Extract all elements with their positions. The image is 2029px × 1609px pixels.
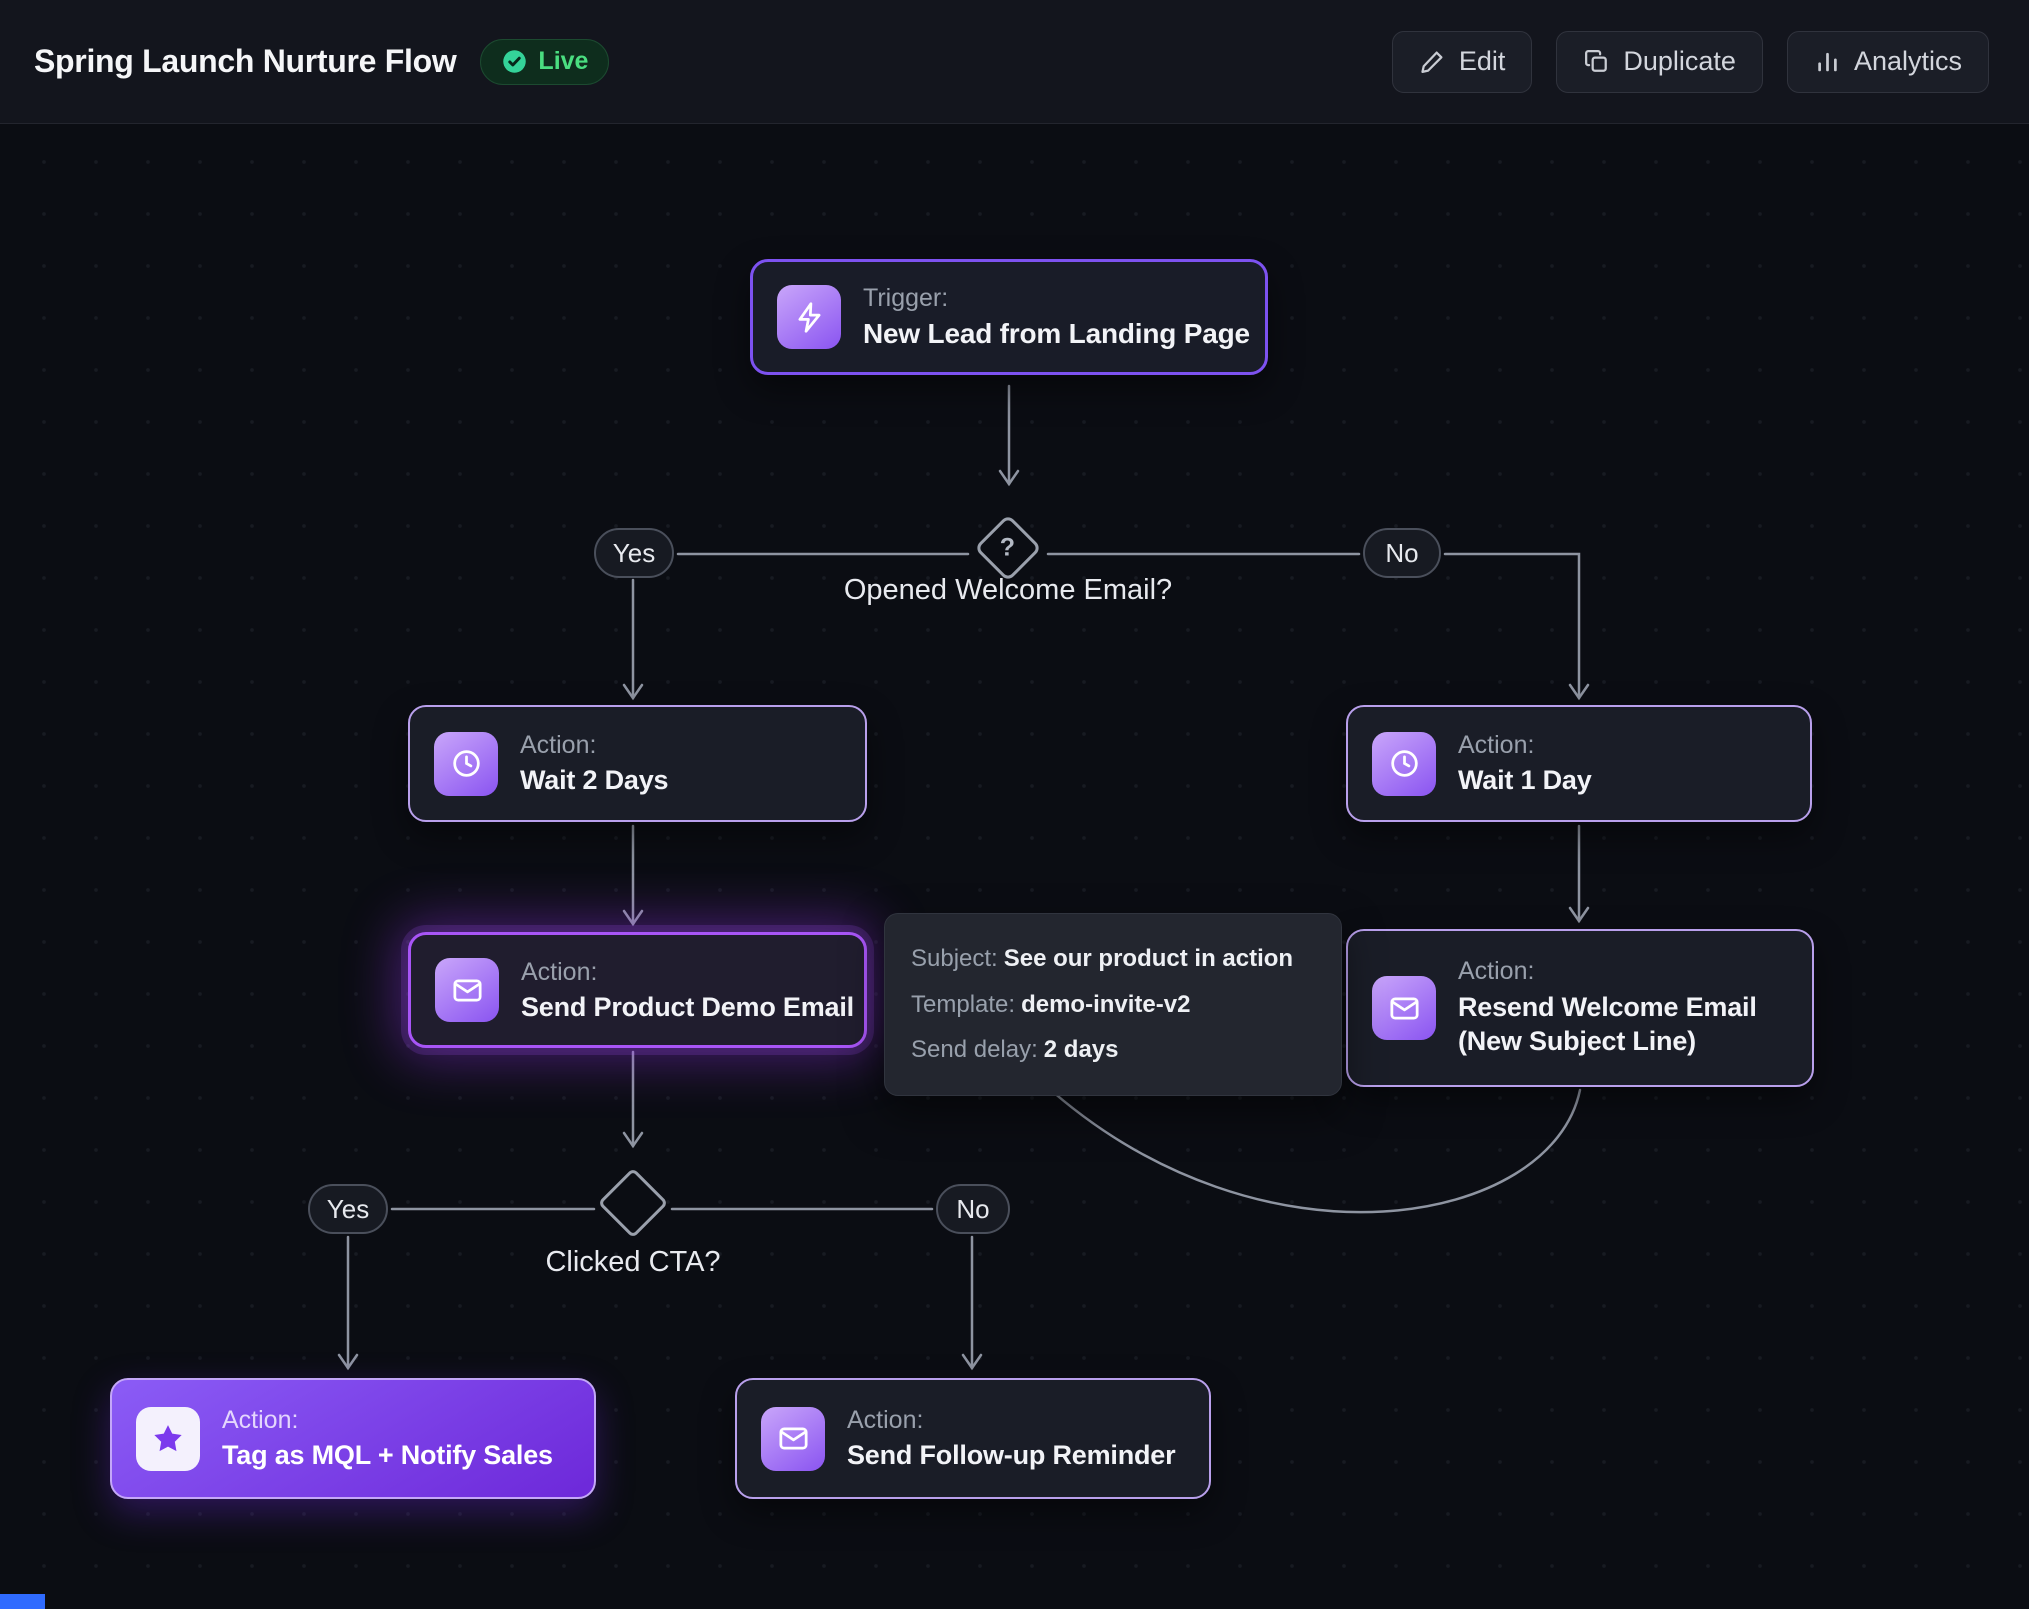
no-label-cta: No [936, 1184, 1010, 1234]
node-title: New Lead from Landing Page [863, 318, 1250, 349]
node-kind-label: Action: [1458, 957, 1535, 986]
arrowhead [961, 1353, 983, 1371]
node-title: Send Product Demo Email [521, 991, 854, 1022]
arrowhead [622, 909, 644, 927]
header-actions: Edit Duplicate Analytics [1391, 30, 1989, 93]
wait-1-day-node[interactable]: Action: Wait 1 Day [1346, 705, 1812, 822]
bar-chart-icon [1818, 52, 1837, 72]
arrowhead [337, 1353, 359, 1371]
question-diamond-icon: ? [974, 514, 1042, 582]
decision-cta-question: Clicked CTA? [545, 1246, 721, 1278]
check-circle-icon [503, 50, 527, 73]
flow-connectors [337, 384, 1590, 1371]
node-title: Wait 2 Days [520, 765, 669, 795]
duplicate-button-label: Duplicate [1623, 46, 1736, 76]
title-area: Spring Launch Nurture Flow Live [34, 38, 610, 85]
email-details-panel: Subject:See our product in action Templa… [884, 913, 1342, 1096]
lightning-icon [777, 285, 841, 349]
header: Spring Launch Nurture Flow Live Edit [0, 0, 2029, 124]
node-kind-label: Action: [1458, 731, 1535, 759]
envelope-icon [1372, 976, 1436, 1040]
flow-canvas[interactable]: Trigger: New Lead from Landing Page ? Op… [0, 124, 2029, 1609]
clock-icon [434, 731, 498, 796]
tooltip-row: Template:demo-invite-v2 [911, 982, 1315, 1028]
status-badge: Live [480, 38, 610, 85]
wait-2-days-node[interactable]: Action: Wait 2 Days [408, 705, 867, 822]
tooltip-row: Subject:See our product in action [911, 936, 1315, 982]
node-kind-label: Action: [520, 731, 597, 759]
page-title: Spring Launch Nurture Flow [34, 43, 457, 79]
diamond-icon [597, 1167, 669, 1239]
pencil-icon [1421, 51, 1443, 73]
tooltip-value: See our product in action [1003, 945, 1294, 972]
edge-resend-curve [1042, 1082, 1582, 1214]
star-icon [136, 1406, 200, 1471]
arrowhead [1568, 683, 1590, 701]
node-kind-label: Trigger: [863, 284, 949, 312]
node-title: Tag as MQL + Notify Sales [222, 1440, 553, 1470]
arrowhead [998, 469, 1020, 487]
status-badge-label: Live [538, 47, 589, 75]
node-kind-label: Action: [222, 1406, 299, 1434]
copy-icon [1585, 50, 1608, 72]
node-title: Wait 1 Day [1458, 765, 1592, 795]
analytics-button-label: Analytics [1853, 46, 1962, 76]
tag-mql-node[interactable]: Action: Tag as MQL + Notify Sales [110, 1378, 596, 1499]
decision-cta-node[interactable] [597, 1167, 669, 1239]
envelope-icon [761, 1406, 825, 1471]
tooltip-label: Template: [911, 990, 1016, 1018]
tooltip-label: Subject: [911, 945, 998, 972]
analytics-button[interactable]: Analytics [1786, 30, 1989, 93]
node-kind-label: Action: [847, 1406, 924, 1434]
yes-label-opened: Yes [594, 528, 674, 578]
bottom-left-accent [0, 1594, 45, 1609]
trigger-node[interactable]: Trigger: New Lead from Landing Page [750, 259, 1268, 375]
node-title: Resend Welcome Email (New Subject Line) [1458, 992, 1757, 1056]
edit-button[interactable]: Edit [1391, 30, 1533, 93]
tooltip-row: Send delay:2 days [911, 1027, 1315, 1073]
node-kind-label: Action: [521, 957, 598, 986]
yes-label-cta: Yes [308, 1184, 388, 1234]
resend-welcome-email-node[interactable]: Action: Resend Welcome Email (New Subjec… [1346, 929, 1814, 1087]
node-title: Send Follow-up Reminder [847, 1440, 1176, 1470]
decision-opened-question: Opened Welcome Email? [843, 574, 1173, 606]
tooltip-value: demo-invite-v2 [1021, 990, 1191, 1018]
send-demo-email-node[interactable]: Action: Send Product Demo Email [408, 932, 867, 1048]
no-label-opened: No [1363, 528, 1441, 578]
edge-no1-to-wait1day [1443, 552, 1581, 700]
edit-button-label: Edit [1458, 46, 1506, 76]
tooltip-label: Send delay: [911, 1036, 1038, 1064]
send-followup-node[interactable]: Action: Send Follow-up Reminder [735, 1378, 1211, 1499]
arrowhead [622, 1131, 644, 1149]
envelope-icon [435, 958, 499, 1022]
arrowhead [1568, 906, 1590, 924]
duplicate-button[interactable]: Duplicate [1556, 30, 1763, 93]
decision-opened-node[interactable]: ? [974, 514, 1042, 582]
clock-icon [1372, 731, 1436, 796]
arrowhead [622, 683, 644, 701]
tooltip-value: 2 days [1043, 1036, 1119, 1064]
